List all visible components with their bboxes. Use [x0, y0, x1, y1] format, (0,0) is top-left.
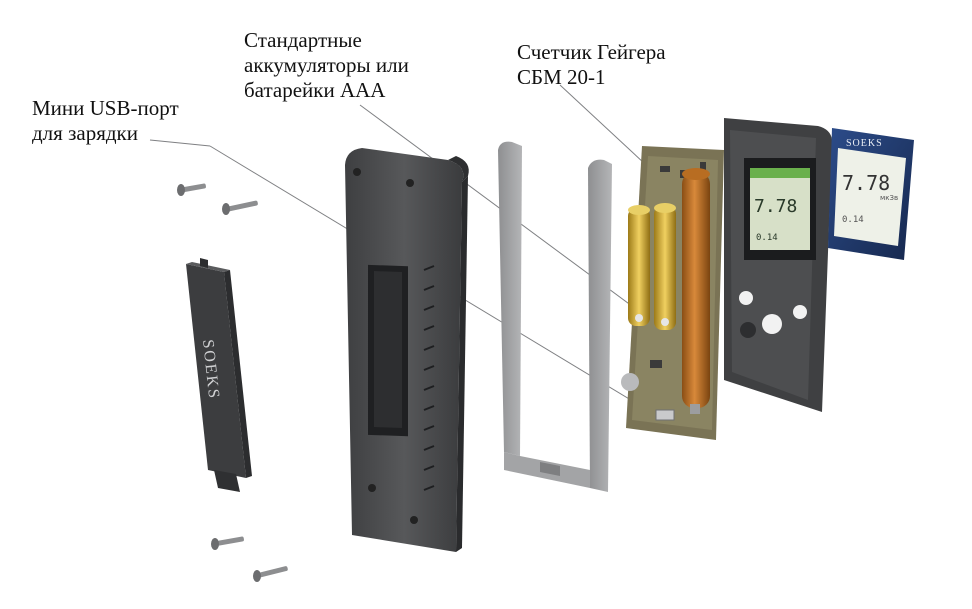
- callout-usb-port: Мини USB-порт для зарядки: [32, 96, 179, 146]
- callout-usb-line-1: Мини USB-порт: [32, 96, 179, 120]
- aaa-battery-2: [654, 203, 676, 330]
- aaa-battery-1: [628, 205, 650, 326]
- display-panel-logo: SOEKS: [846, 138, 883, 149]
- front-screen-reading: 7.78: [754, 196, 797, 217]
- callout-batteries-line-2: аккумуляторы или: [244, 53, 409, 77]
- front-case: 7.78 0.14: [724, 118, 833, 412]
- callout-geiger-line-2: СБМ 20-1: [517, 65, 606, 89]
- coin-cell: [621, 373, 639, 391]
- button-left: [739, 291, 753, 305]
- display-panel-reading: 7.78: [842, 171, 890, 195]
- geiger-tube: [682, 168, 710, 414]
- display-panel-small-reading: 0.14: [842, 215, 864, 225]
- back-case: [345, 148, 469, 552]
- speaker-vents: [423, 265, 435, 491]
- screw-bottom-right: [253, 566, 288, 582]
- button-lower: [740, 322, 756, 338]
- front-case-screen: 7.78 0.14: [750, 168, 810, 250]
- display-panel: SOEKS 7.78 мкЗв 0.14: [828, 128, 914, 260]
- mini-usb-port: [655, 409, 675, 421]
- button-center: [762, 314, 782, 334]
- case-screw-hole-1: [353, 168, 361, 176]
- circuit-board: [621, 146, 724, 440]
- front-screen-small-reading: 0.14: [756, 233, 778, 243]
- display-panel-unit: мкЗв: [880, 194, 898, 202]
- case-screw-hole-3: [368, 484, 376, 492]
- screw-top-right: [222, 200, 258, 215]
- callout-batteries-line-3: батарейки ААА: [244, 78, 386, 102]
- screw-top-left: [177, 183, 206, 196]
- callout-geiger-line-1: Счетчик Гейгера: [517, 40, 666, 64]
- callout-batteries-line-1: Стандартные: [244, 28, 362, 52]
- case-screw-hole-2: [406, 179, 414, 187]
- button-right: [793, 305, 807, 319]
- battery-cover: SOEKS: [186, 258, 252, 492]
- battery-cover-logo: SOEKS: [199, 339, 222, 401]
- callout-usb-line-2: для зарядки: [32, 121, 138, 145]
- case-screw-hole-4: [410, 516, 418, 524]
- screw-bottom-left: [211, 536, 244, 550]
- callout-batteries: Стандартные аккумуляторы или батарейки А…: [244, 28, 409, 103]
- leader-line-usb: [149, 139, 211, 147]
- metal-frame: [498, 141, 612, 492]
- callout-geiger-counter: Счетчик Гейгера СБМ 20-1: [517, 40, 666, 90]
